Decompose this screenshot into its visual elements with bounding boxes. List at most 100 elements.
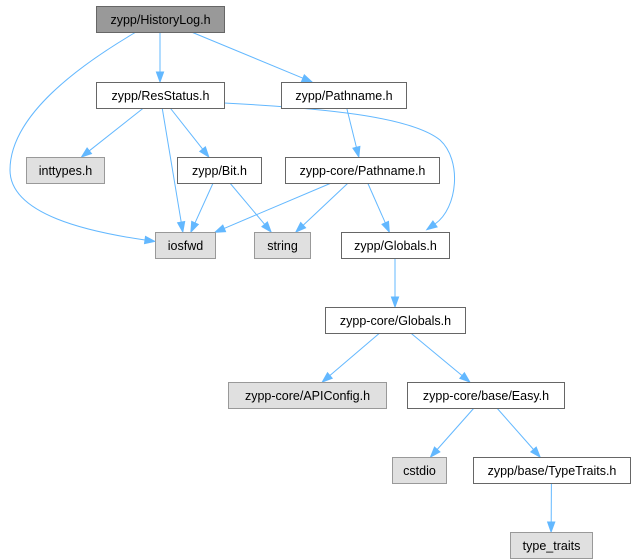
arrow-head-icon: [176, 220, 186, 234]
edge-line: [302, 182, 349, 226]
nodes-layer: zypp/HistoryLog.h zypp/ResStatus.h zypp/Pa…: [26, 6, 631, 559]
node-box: [96, 6, 225, 33]
edge-bit-to-string: [229, 182, 273, 234]
node-label: type_traits: [523, 539, 581, 553]
edge-bit-to-iosfwd: [190, 182, 214, 234]
arrow-head-icon: [300, 73, 314, 83]
edge-line: [329, 332, 381, 376]
arrow-head-icon: [546, 521, 556, 534]
edge-line: [224, 182, 332, 229]
edge-corepathname-to-iosfwd: [213, 182, 332, 233]
edge-line: [88, 107, 144, 152]
node-label: cstdio: [403, 464, 436, 478]
edge-resstatus-to-bit: [169, 107, 210, 159]
edge-line: [346, 107, 357, 148]
edge-line: [161, 107, 182, 223]
arrow-head-icon: [321, 371, 334, 383]
node-box: [254, 232, 311, 259]
node-apiconfig[interactable]: zypp-core/APIConfig.h: [228, 382, 387, 409]
edge-historylog-to-iosfwd: [9, 31, 157, 245]
node-bit[interactable]: zypp/Bit.h: [177, 157, 262, 184]
node-resstatus[interactable]: zypp/ResStatus.h: [96, 82, 225, 109]
arrow-head-icon: [429, 446, 441, 459]
edge-line: [229, 182, 265, 225]
edge-line: [169, 107, 203, 150]
node-label: zypp/Pathname.h: [295, 89, 392, 103]
node-globals[interactable]: zypp/Globals.h: [341, 232, 450, 259]
edge-corepathname-to-globals: [367, 182, 390, 234]
node-coreglobals[interactable]: zypp-core/Globals.h: [325, 307, 466, 334]
node-box: [325, 307, 466, 334]
arrow-head-icon: [190, 220, 200, 234]
node-label: zypp/ResStatus.h: [112, 89, 210, 103]
edge-line: [191, 31, 304, 79]
node-string[interactable]: string: [254, 232, 311, 259]
edge-line: [436, 407, 475, 450]
node-box: [407, 382, 565, 409]
edge-corepathname-to-string: [294, 182, 349, 234]
node-easy[interactable]: zypp-core/base/Easy.h: [407, 382, 565, 409]
node-label: zypp/HistoryLog.h: [110, 13, 210, 27]
node-pathname[interactable]: zypp/Pathname.h: [281, 82, 407, 109]
node-corepathname[interactable]: zypp-core/Pathname.h: [285, 157, 440, 184]
edge-resstatus-to-inttypes: [80, 107, 144, 158]
node-box: [177, 157, 262, 184]
node-label: zypp-core/base/Easy.h: [423, 389, 549, 403]
arrow-head-icon: [458, 371, 471, 383]
node-box: [96, 82, 225, 109]
node-historylog[interactable]: zypp/HistoryLog.h: [96, 6, 225, 33]
arrow-head-icon: [425, 220, 438, 231]
edge-pathname-to-corepathname: [346, 107, 361, 159]
edge-globals-to-coreglobals: [390, 258, 400, 309]
edge-easy-to-typetraits: [496, 407, 542, 459]
arrow-head-icon: [352, 145, 361, 159]
edges-layer: [9, 31, 556, 534]
node-box: [392, 457, 447, 484]
arrow-head-icon: [529, 446, 542, 459]
node-label: zypp/Globals.h: [354, 239, 437, 253]
arrow-head-icon: [213, 224, 227, 233]
edge-typetraits-to-type_traits: [546, 482, 556, 534]
node-label: zypp-core/Globals.h: [340, 314, 451, 328]
arrow-head-icon: [381, 220, 390, 234]
node-box: [473, 457, 631, 484]
node-label: zypp/Bit.h: [192, 164, 247, 178]
node-box: [155, 232, 216, 259]
edge-coreglobals-to-easy: [410, 332, 471, 383]
edge-line: [410, 332, 463, 376]
arrow-head-icon: [155, 71, 165, 84]
node-label: iosfwd: [168, 239, 203, 253]
edge-line: [194, 182, 214, 224]
edge-line: [367, 182, 386, 224]
edge-historylog-to-pathname: [191, 31, 314, 83]
node-inttypes[interactable]: inttypes.h: [26, 157, 105, 184]
edge-easy-to-cstdio: [429, 407, 475, 459]
edge-line: [9, 31, 146, 241]
node-label: zypp-core/APIConfig.h: [245, 389, 370, 403]
node-type_traits[interactable]: type_traits: [510, 532, 593, 559]
node-box: [281, 82, 407, 109]
node-label: inttypes.h: [39, 164, 93, 178]
node-label: zypp-core/Pathname.h: [300, 164, 426, 178]
node-box: [26, 157, 105, 184]
node-label: zypp/base/TypeTraits.h: [488, 464, 617, 478]
node-box: [341, 232, 450, 259]
arrow-head-icon: [198, 146, 210, 159]
arrow-head-icon: [390, 296, 400, 309]
node-label: string: [267, 239, 298, 253]
edge-historylog-to-resstatus: [155, 32, 165, 84]
node-box: [228, 382, 387, 409]
edge-line: [496, 407, 534, 450]
node-iosfwd[interactable]: iosfwd: [155, 232, 216, 259]
arrow-head-icon: [261, 221, 273, 234]
node-typetraits[interactable]: zypp/base/TypeTraits.h: [473, 457, 631, 484]
node-cstdio[interactable]: cstdio: [392, 457, 447, 484]
arrow-head-icon: [294, 221, 307, 234]
node-box: [285, 157, 440, 184]
edge-resstatus-to-iosfwd: [161, 107, 186, 234]
edge-coreglobals-to-apiconfig: [321, 332, 381, 383]
arrow-head-icon: [143, 235, 157, 245]
arrow-head-icon: [80, 147, 93, 158]
node-box: [510, 532, 593, 559]
